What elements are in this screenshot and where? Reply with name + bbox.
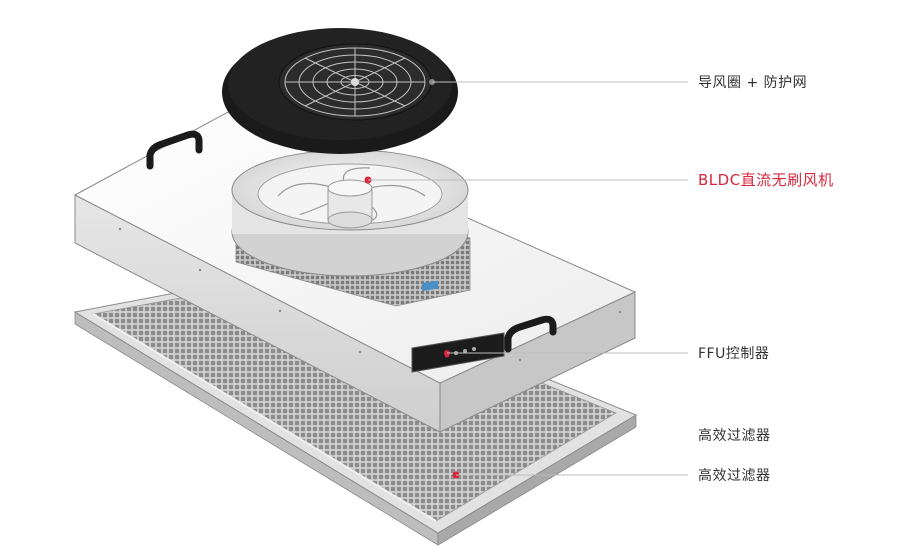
leader-line-bldc-motor [364,176,688,184]
leader-line-ffu-controller [444,350,688,356]
callout-label-hepa-filter-top: 高效过滤器 [698,428,771,444]
leader-line-fan-guard [429,79,688,85]
callout-label-hepa-filter: 高效过滤器 [698,468,771,484]
handle-right-icon [504,315,557,353]
hepa-filter-part [73,271,638,546]
callout-label-bldc-motor: BLDC直流无刷风机 [698,171,834,189]
guide-ring-guard-part [222,28,458,154]
handle-left-icon [146,130,203,170]
callout-label-ffu-controller: FFU控制器 [698,346,770,362]
bldc-fan-part [231,149,469,277]
leader-line-hepa-filter [452,471,688,479]
callout-label-fan-guard: 导风圈 + 防护网 [698,75,808,91]
